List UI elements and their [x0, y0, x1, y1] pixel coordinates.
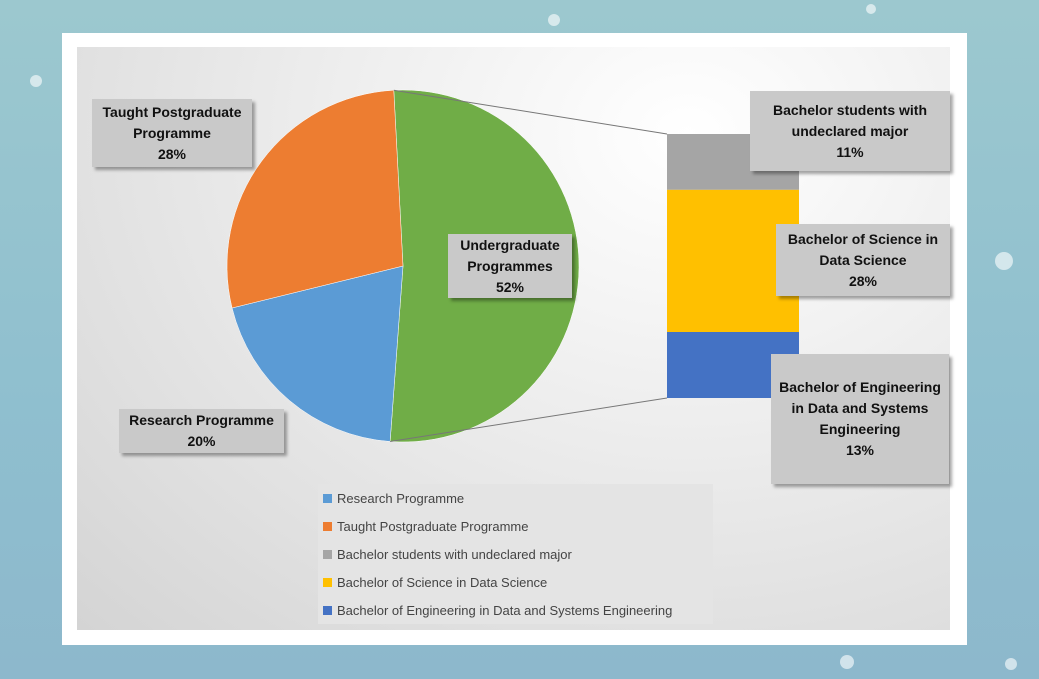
label-taught: Taught Postgraduate Programme 28% — [92, 99, 252, 167]
label-undergrad: Undergraduate Programmes 52% — [448, 234, 572, 298]
label-text: Bachelor of Science in Data Science — [787, 230, 939, 268]
label-text: Research Programme — [129, 412, 274, 428]
label-engineering: Bachelor of Engineering in Data and Syst… — [771, 354, 949, 484]
pie-slice-research-programme — [231, 265, 404, 442]
label-text: Bachelor students with undeclared major — [772, 101, 928, 139]
label-text: Bachelor of Engineering in Data and Syst… — [779, 379, 941, 437]
connector-line — [393, 89, 668, 135]
legend-label: Bachelor students with undeclared major — [337, 546, 572, 562]
label-pct: 13% — [845, 442, 875, 458]
network-dot — [30, 75, 42, 87]
legend-item: Taught Postgraduate Programme — [318, 512, 713, 540]
legend-swatch — [323, 493, 332, 503]
network-dot — [840, 655, 854, 669]
network-dot — [1005, 658, 1017, 670]
legend: Research Programme Taught Postgraduate P… — [318, 484, 713, 624]
label-research: Research Programme 20% — [119, 409, 284, 453]
network-dot — [995, 252, 1013, 270]
plot-area: Taught Postgraduate Programme 28% Underg… — [77, 47, 950, 630]
legend-item: Research Programme — [318, 484, 713, 512]
legend-swatch — [323, 549, 332, 559]
chart-frame: Taught Postgraduate Programme 28% Underg… — [62, 33, 967, 645]
label-pct: 20% — [187, 433, 216, 449]
label-pct: 28% — [157, 145, 187, 162]
label-undeclared: Bachelor students with undeclared major … — [750, 91, 950, 171]
legend-item: Bachelor students with undeclared major — [318, 540, 713, 568]
label-pct: 52% — [495, 278, 525, 295]
label-pct: 11% — [836, 143, 864, 160]
label-pct: 28% — [848, 272, 878, 289]
legend-item: Bachelor of Science in Data Science — [318, 568, 713, 596]
legend-swatch — [323, 577, 332, 587]
legend-swatch — [323, 605, 332, 615]
legend-label: Taught Postgraduate Programme — [337, 518, 529, 534]
legend-label: Research Programme — [337, 490, 465, 506]
legend-item: Bachelor of Engineering in Data and Syst… — [318, 596, 713, 624]
label-text: Taught Postgraduate Programme — [102, 103, 242, 141]
legend-label: Bachelor of Science in Data Science — [337, 574, 548, 590]
connector-line — [390, 397, 668, 443]
network-dot — [866, 4, 876, 14]
chart-svg — [226, 89, 799, 443]
pie-slice-taught-postgraduate-programme — [226, 89, 404, 309]
legend-label: Bachelor of Engineering in Data and Syst… — [337, 602, 673, 618]
legend-swatch — [323, 521, 332, 531]
label-datascience: Bachelor of Science in Data Science 28% — [776, 224, 950, 296]
label-text: Undergraduate Programmes — [460, 236, 560, 274]
network-dot — [548, 14, 560, 26]
